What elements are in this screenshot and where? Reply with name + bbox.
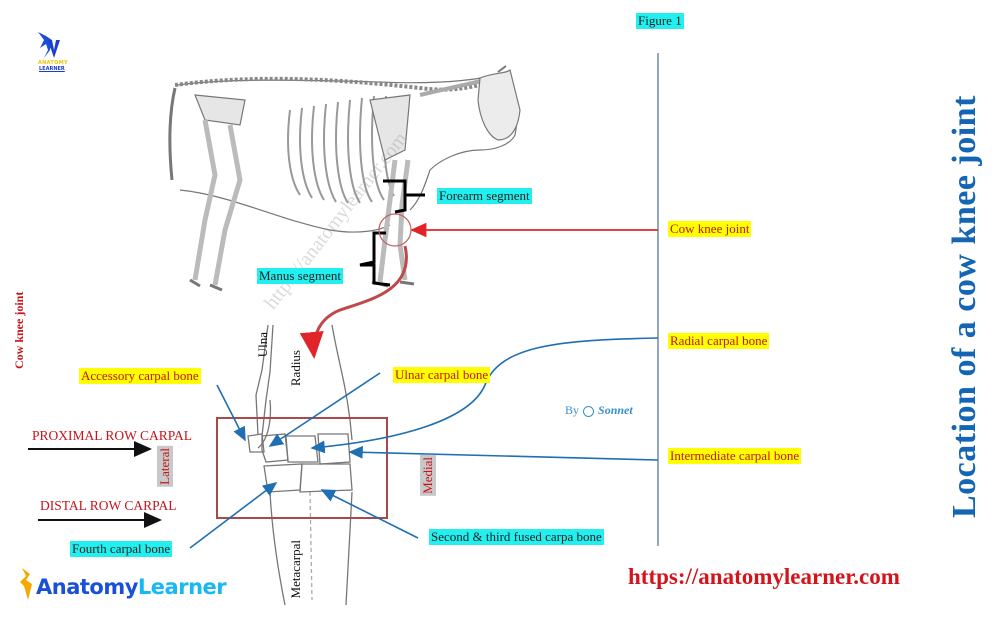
medial-label: Medial (420, 455, 436, 496)
second-third-pointer (320, 489, 419, 539)
ulna-label: Ulna (255, 332, 270, 358)
intermediate-pointer (348, 445, 659, 461)
zoom-curve-arrow (299, 245, 408, 359)
radial-pointer (310, 337, 659, 454)
main-title: Location of a cow knee joint (946, 95, 983, 519)
carpal-region-box (216, 417, 388, 519)
manus-segment-label: Manus segment (257, 268, 343, 284)
forearm-segment-label: Forearm segment (437, 188, 532, 204)
cow-skeleton (168, 65, 521, 292)
second-third-fused-carpal-label: Second & third fused carpa bone (429, 529, 604, 545)
ulnar-carpal-bone-label: Ulnar carpal bone (393, 367, 491, 383)
anatomy-learner-logo-icon (18, 566, 38, 607)
accessory-carpal-bone-label: Accessory carpal bone (79, 368, 201, 384)
proximal-row-carpal-label: PROXIMAL ROW CARPAL (32, 428, 193, 443)
distal-row-carpal-label: DISTAL ROW CARPAL (40, 498, 177, 513)
radial-carpal-bone-label: Radial carpal bone (668, 333, 770, 349)
side-title: Cow knee joint (12, 291, 26, 369)
metacarpal-label: Metacarpal (288, 540, 303, 599)
radius-label: Radius (288, 350, 303, 387)
fourth-carpal-bone-label: Fourth carpal bone (70, 541, 173, 557)
cow-knee-joint-label: Cow knee joint (668, 221, 752, 237)
anatomy-learner-brand: AnatomyLearner (36, 575, 227, 599)
figure-label: Figure 1 (636, 13, 684, 29)
credit: By Sonnet (565, 403, 633, 417)
segment-brackets (359, 179, 425, 287)
lateral-label: Lateral (157, 446, 173, 487)
accessory-pointer (216, 384, 246, 442)
website-url[interactable]: https://anatomylearner.com (628, 564, 900, 589)
deer-v-icon (38, 32, 60, 58)
ulnar-pointer (268, 372, 381, 447)
fourth-pointer (189, 482, 278, 549)
anatomy-learner-small-logo: ANATOMY LEARNER (34, 28, 74, 74)
sonnet-logo-icon (583, 405, 595, 417)
intermediate-carpal-bone-label: Intermediate carpal bone (668, 448, 802, 464)
